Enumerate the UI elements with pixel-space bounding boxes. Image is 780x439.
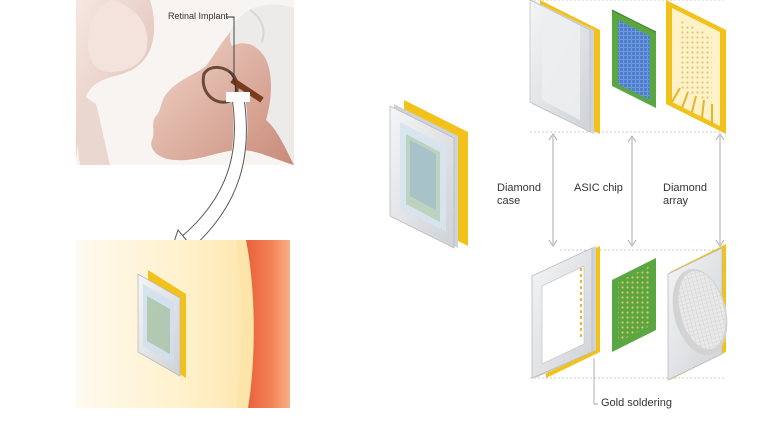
diamond-array-bottom — [667, 244, 728, 381]
gold-soldering-leader — [593, 358, 598, 405]
diamond-case-bottom — [531, 246, 600, 379]
guide-lines — [530, 0, 724, 379]
asic-chip-top — [611, 9, 657, 108]
retinal-implant-label: Retinal Implant — [168, 11, 229, 21]
diamond-case-top — [529, 0, 600, 134]
diamond-array-label: Diamond array — [663, 182, 708, 207]
asic-chip-bottom — [612, 258, 656, 352]
assembled-implant — [389, 100, 468, 249]
diamond-case-label: Diamond case — [497, 182, 542, 207]
baby-face-icon — [76, 0, 155, 165]
gold-soldering-label: Gold soldering — [601, 397, 672, 409]
retinal-implant-leader-line — [226, 16, 235, 75]
eye-cross-section-panel — [76, 240, 290, 408]
diamond-array-top — [666, 0, 726, 134]
asic-chip-label: ASIC chip — [574, 182, 623, 194]
face-illustration-panel — [76, 0, 294, 165]
assembly-arrows — [548, 133, 725, 247]
implant-in-eye — [137, 270, 186, 378]
